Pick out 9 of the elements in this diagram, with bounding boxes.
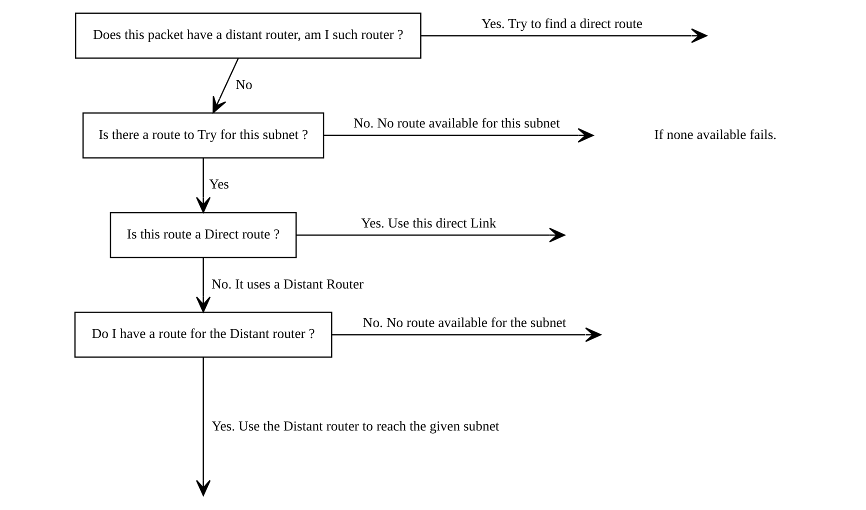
edge-label: No. It uses a Distant Router — [211, 276, 364, 292]
edge-label: Yes. Try to find a direct route — [481, 16, 642, 31]
edge-label: Yes. Use the Distant router to reach the given subnet — [211, 418, 499, 434]
edge-label: Yes. Use this direct Link — [360, 215, 496, 230]
edge-label: No. No route available for this subnet — [353, 116, 560, 131]
edge-label: No — [235, 77, 252, 92]
label: If none available fails. — [654, 126, 776, 142]
edge-label: Yes — [208, 176, 229, 192]
edge-label: No. No route available for the subnet — [362, 315, 566, 330]
